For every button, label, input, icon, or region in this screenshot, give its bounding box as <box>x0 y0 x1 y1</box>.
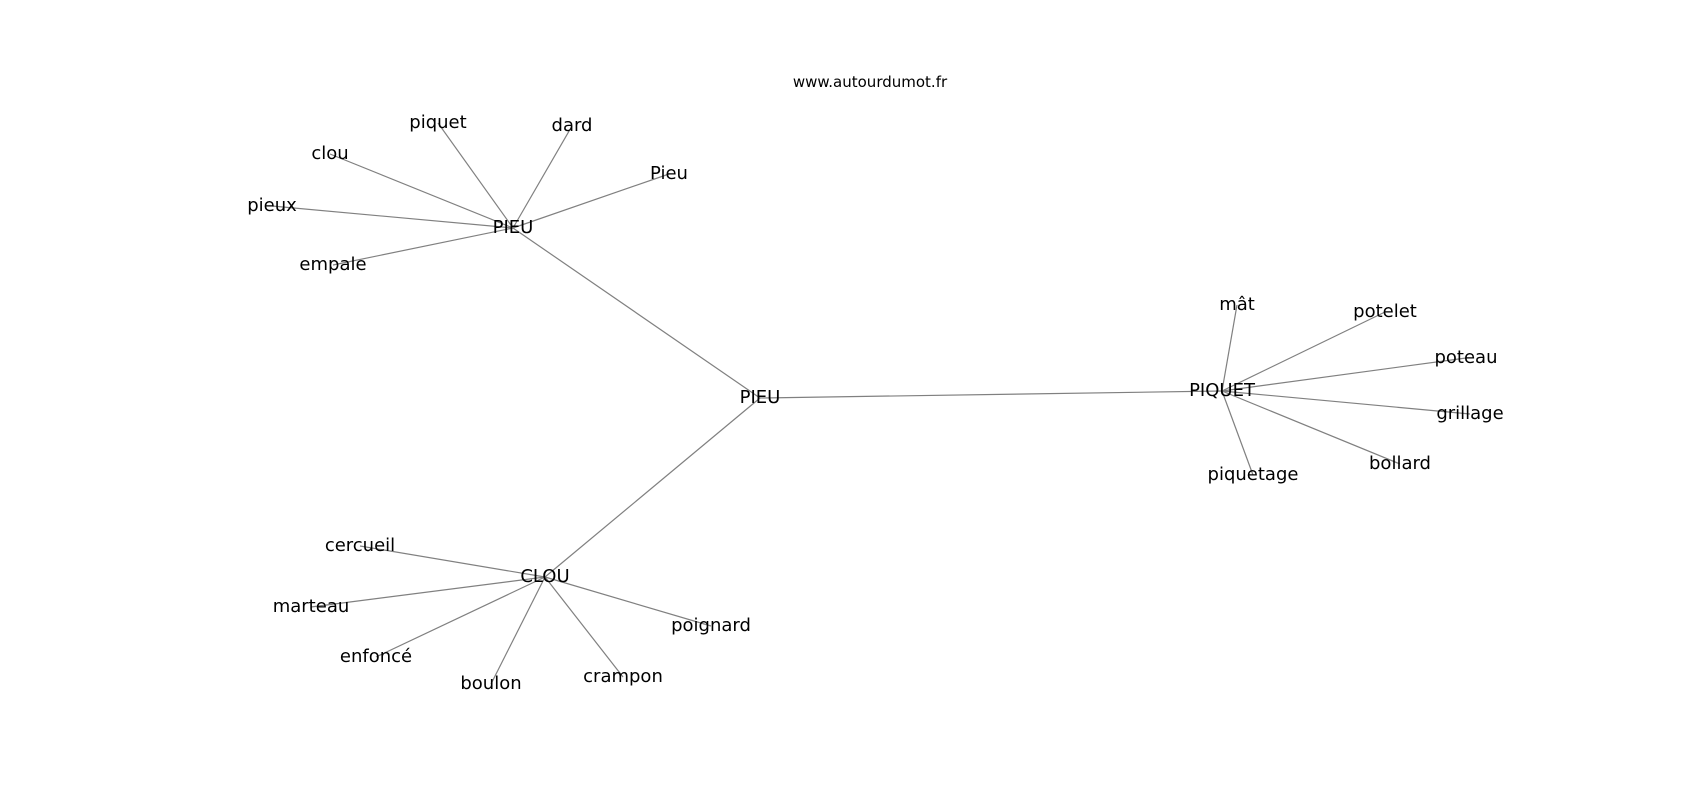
node-label-bollard: bollard <box>1369 453 1431 474</box>
edge-hub-piquet-poteau <box>1221 357 1467 392</box>
edge-hub-piquet-bollard <box>1221 390 1401 465</box>
edge-hub-clou-crampon <box>544 576 624 678</box>
node-label-root: PIEU <box>740 387 781 408</box>
node-label-crampon: crampon <box>583 666 663 687</box>
edge-root-hub-pieu <box>512 227 761 399</box>
node-label-marteau: marteau <box>273 596 350 617</box>
node-label-poignard: poignard <box>671 615 751 636</box>
node-label-dard: dard <box>552 115 593 136</box>
edge-hub-clou-cercueil <box>359 545 546 578</box>
node-label-poteau: poteau <box>1434 347 1497 368</box>
node-label-grillage: grillage <box>1436 403 1503 424</box>
edge-hub-pieu-empale <box>332 227 514 266</box>
node-label-piquet: piquet <box>409 112 466 133</box>
node-label-hub-piquet: PIQUET <box>1189 380 1256 401</box>
node-label-boulon: boulon <box>460 673 521 694</box>
edge-root-hub-piquet <box>759 390 1223 399</box>
edge-hub-pieu-pieu-cap <box>512 173 670 229</box>
edge-hub-clou-poignard <box>544 576 712 627</box>
edge-hub-pieu-piquet <box>437 122 514 229</box>
edge-hub-clou-boulon <box>490 576 546 685</box>
edge-hub-piquet-piquetage <box>1221 390 1254 476</box>
edge-hub-piquet-mat <box>1221 304 1238 392</box>
edge-root-hub-clou <box>544 397 761 578</box>
node-label-mat: mât <box>1219 294 1255 315</box>
edge-hub-piquet-potelet <box>1221 311 1386 392</box>
edge-layer <box>271 122 1471 685</box>
source-url-label: www.autourdumot.fr <box>793 73 948 91</box>
node-label-enfonce: enfoncé <box>340 646 412 667</box>
node-label-empale: empale <box>299 254 366 275</box>
edge-hub-pieu-clou <box>329 153 514 229</box>
edge-hub-pieu-pieux <box>271 205 514 229</box>
node-label-potelet: potelet <box>1353 301 1417 322</box>
node-label-clou: clou <box>311 143 348 164</box>
node-label-cercueil: cercueil <box>325 535 395 556</box>
node-label-pieu-cap: Pieu <box>650 163 688 184</box>
edge-hub-clou-marteau <box>310 576 546 608</box>
node-label-hub-clou: CLOU <box>520 566 569 587</box>
node-label-hub-pieu: PIEU <box>493 217 534 238</box>
edge-hub-piquet-grillage <box>1221 390 1471 415</box>
node-label-pieux: pieux <box>247 195 297 216</box>
node-label-piquetage: piquetage <box>1208 464 1299 485</box>
edge-hub-pieu-dard <box>512 125 573 229</box>
edge-hub-clou-enfonce <box>375 576 546 658</box>
